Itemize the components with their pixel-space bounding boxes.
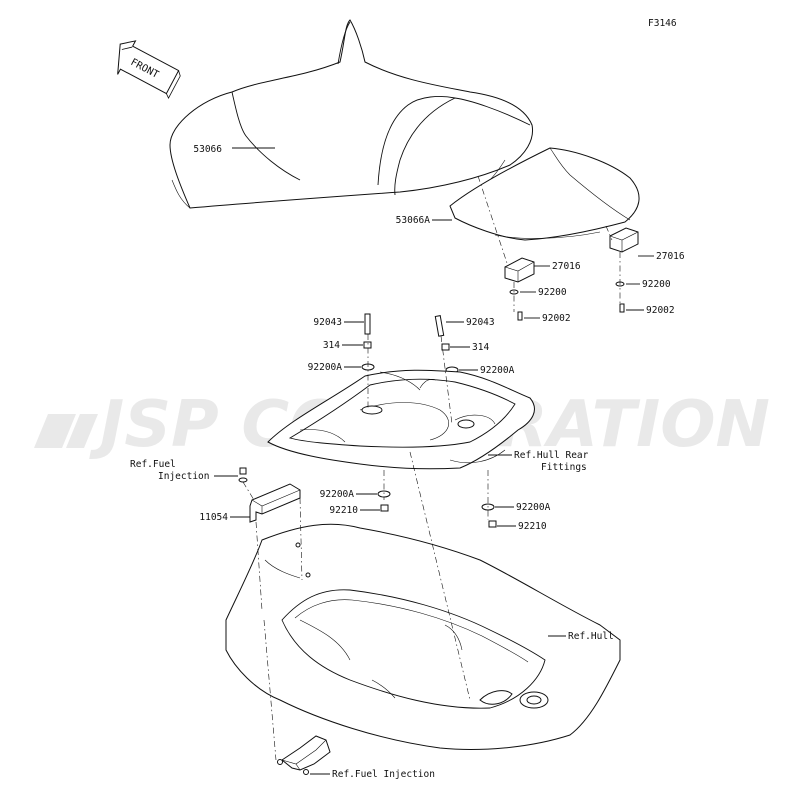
label-fuel-injection-2: Injection [158, 471, 209, 482]
fuel-injection-washer [238, 477, 248, 483]
label-fuel-injection-bottom: Ref.Fuel Injection [332, 769, 435, 780]
label-hull-rear-fittings-1: Ref.Hull Rear [514, 450, 589, 461]
label-nut-right: 314 [472, 342, 489, 353]
bracket [249, 483, 301, 523]
label-washer-a-lower-right: 92200A [516, 502, 551, 513]
alignment-lines [242, 175, 621, 761]
label-bolt-right: 92043 [466, 317, 495, 328]
label-seat-rear: 53066A [396, 215, 431, 226]
rear-seat [449, 147, 640, 241]
damper-left [609, 227, 639, 253]
label-bolt-upper-left: 92002 [646, 305, 675, 316]
label-seat-front: 53066 [193, 144, 222, 155]
label-washer-a-left: 92200A [308, 362, 343, 373]
label-bolt-upper-right: 92002 [542, 313, 571, 324]
label-bolt-left: 92043 [313, 317, 342, 328]
hull [225, 523, 621, 750]
label-washer-upper-left: 92200 [642, 279, 671, 290]
front-arrow-icon: FRONT [117, 40, 181, 99]
hull-rear-fittings [267, 369, 535, 470]
front-seat [169, 19, 534, 209]
nut-right [441, 343, 450, 351]
diagram-code: F3146 [648, 18, 677, 29]
bolt-left [364, 313, 371, 335]
nut-left [363, 341, 372, 349]
label-washer-a-right: 92200A [480, 365, 515, 376]
label-washer-upper-right: 92200 [538, 287, 567, 298]
label-hull: Ref.Hull [568, 631, 614, 642]
label-nut-lower-right: 92210 [518, 521, 547, 532]
nut-lower-right [488, 520, 497, 528]
label-nut-left: 314 [323, 340, 340, 351]
fuel-injection-bolt [239, 467, 247, 475]
bolt-right [434, 315, 445, 337]
label-nut-lower-left: 92210 [329, 505, 358, 516]
label-bracket: 11054 [199, 512, 228, 523]
bolt-upper-right [517, 311, 523, 321]
damper-right [504, 257, 535, 283]
label-washer-a-lower-left: 92200A [320, 489, 355, 500]
label-hull-rear-fittings-2: Fittings [541, 462, 587, 473]
label-fuel-injection-1: Ref.Fuel [130, 459, 176, 470]
nut-lower-left [380, 504, 389, 512]
bolt-upper-left [619, 303, 625, 313]
label-damper-right: 27016 [552, 261, 581, 272]
label-damper-left: 27016 [656, 251, 685, 262]
fuel-injection-bracket [277, 735, 331, 775]
